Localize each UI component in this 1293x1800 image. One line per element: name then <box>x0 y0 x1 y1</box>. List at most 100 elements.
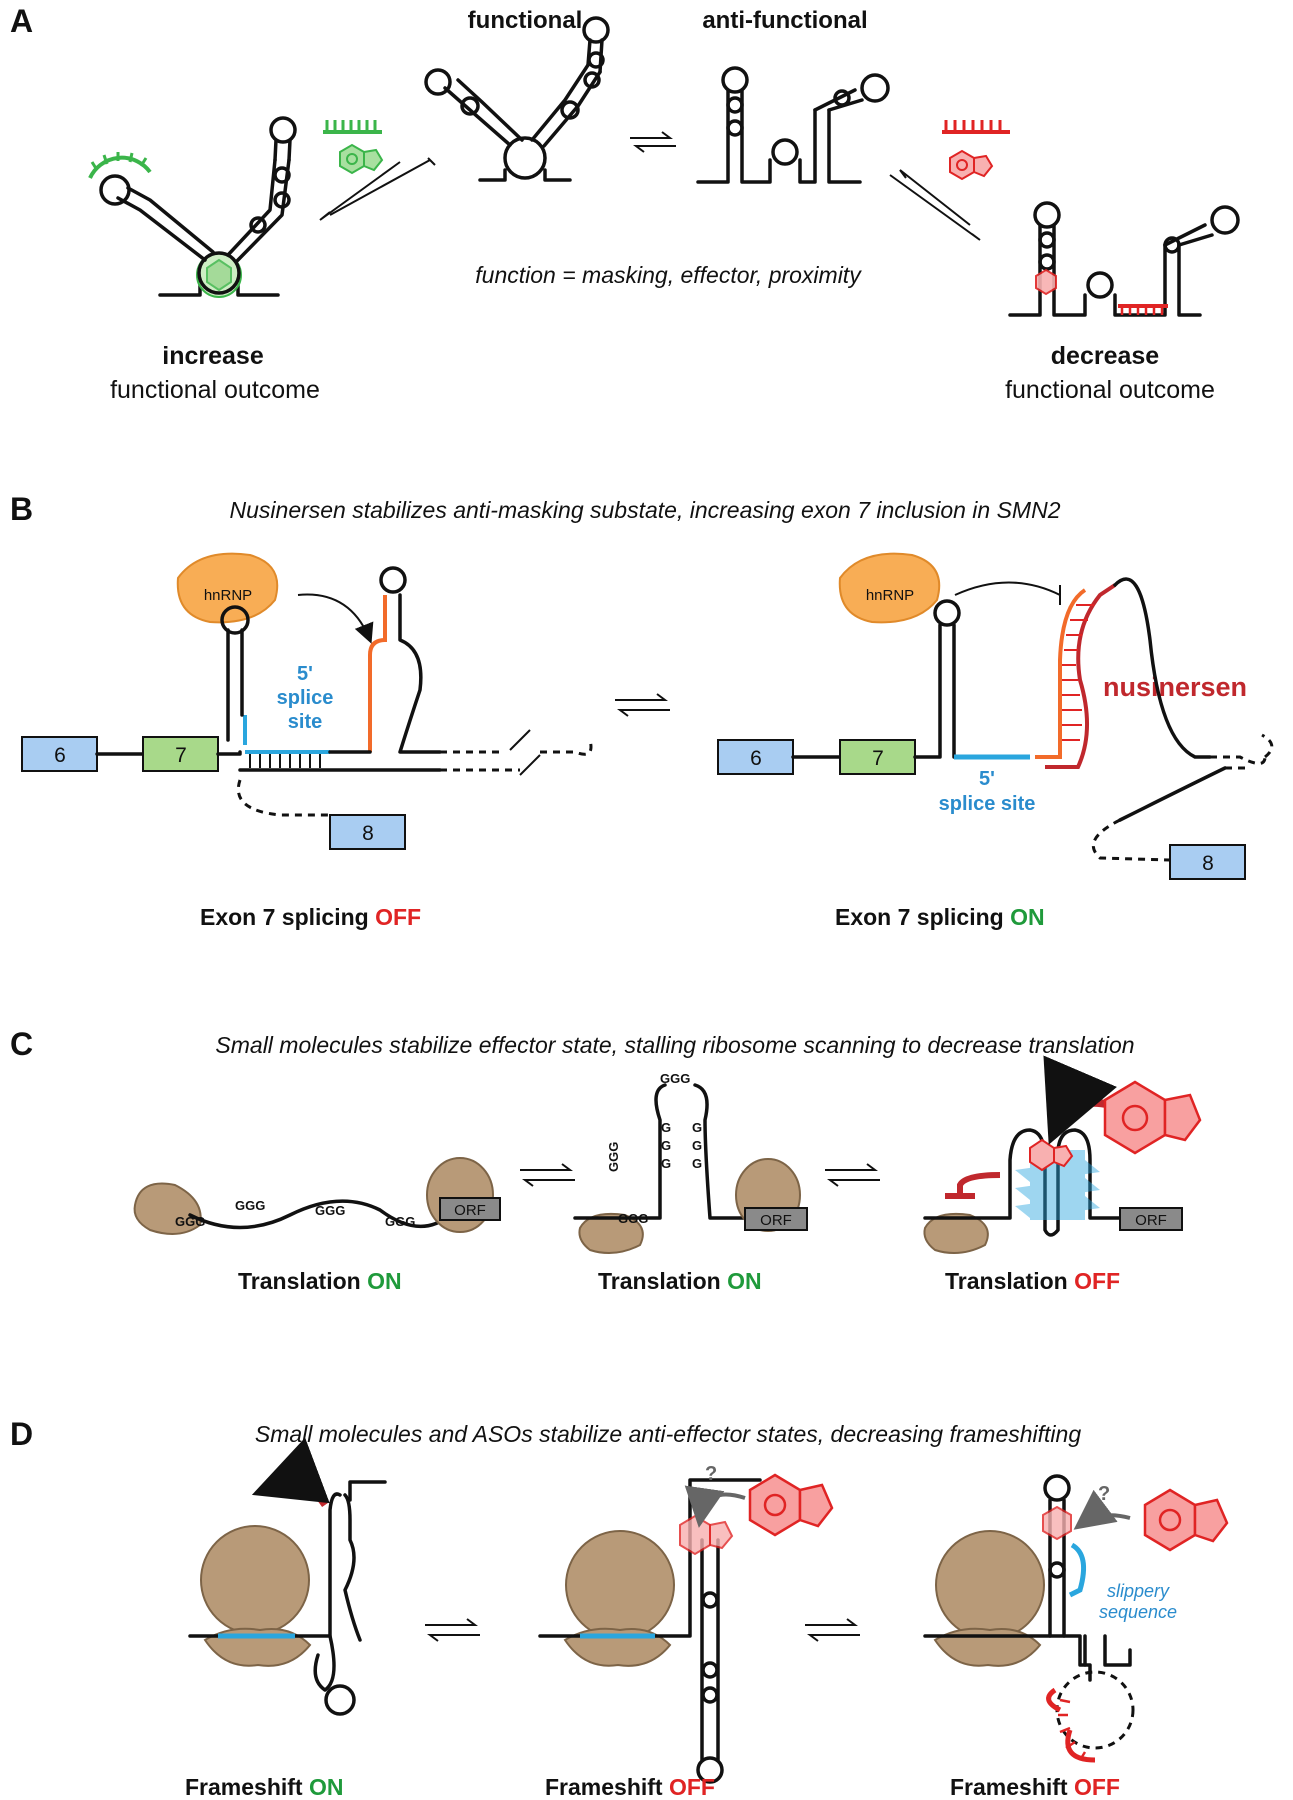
splice-site-right-2: splice site <box>939 793 1036 815</box>
frameshift-off-state-1: ? Frameshift OFF <box>538 1463 834 1800</box>
gray-arrow-d2 <box>684 1485 746 1528</box>
antifunctional-rna-structure <box>696 66 890 184</box>
arrow-right-forward <box>889 174 981 241</box>
translocation-arrow <box>251 1437 330 1508</box>
orf-box-1 <box>439 1197 501 1221</box>
ggg-6: GGG <box>606 1142 621 1172</box>
arrow-left-forward <box>329 159 431 216</box>
exon-8-left-label: 8 <box>362 822 374 845</box>
orf-label-2: ORF <box>760 1212 792 1229</box>
panel-letter-d: D <box>10 1416 33 1452</box>
panel-b: B Nusinersen stabilizes anti-masking sub… <box>10 491 1274 930</box>
exon-6-left <box>21 736 98 772</box>
caption-d: Small molecules and ASOs stabilize anti-… <box>255 1421 1081 1447</box>
slippery-label-2: sequence <box>1099 1602 1177 1622</box>
left-outcome-text: functional outcome <box>110 376 320 404</box>
large-small-molecule-d3 <box>1143 1488 1197 1552</box>
nusinersen-aso <box>1045 583 1117 769</box>
ribosome-small-3 <box>923 1212 989 1255</box>
question-mark-d2: ? <box>705 1463 717 1485</box>
panel-letter-b: B <box>10 491 33 527</box>
splice-site-right-1: 5' <box>979 768 995 790</box>
nusinersen-label: nusinersen <box>1103 672 1247 702</box>
hnrnp-protein-right <box>838 552 941 624</box>
exon-8-left <box>329 814 406 850</box>
exon-8-right-label: 8 <box>1202 852 1214 875</box>
caption-c: Small molecules stabilize effector state… <box>215 1032 1134 1058</box>
equilibrium-d-2b <box>807 1634 860 1642</box>
exon-7-left-label: 7 <box>175 744 187 767</box>
large-small-molecule-c <box>1103 1080 1167 1155</box>
hnrnp-label-left: hnRNP <box>204 587 252 604</box>
slippery-label-1: slippery <box>1107 1581 1170 1601</box>
splicing-on-state: hnRNP 6 7 5' splice site nusinersen <box>717 552 1274 930</box>
exon-6-right-label: 6 <box>750 747 762 770</box>
ggg-loop: GGG <box>660 1071 690 1086</box>
status-translation-2: Translation ON <box>598 1268 762 1294</box>
equilibrium-c-1a <box>520 1163 573 1171</box>
equilibrium-d-2a <box>805 1618 858 1626</box>
equilibrium-c-2b <box>827 1179 880 1187</box>
arrow-right-back <box>899 169 971 226</box>
frameshift-on-state: Frameshift ON <box>185 1437 387 1800</box>
decrease-rna-structure <box>1008 201 1240 317</box>
g-left-1: G <box>661 1120 671 1135</box>
red-small-molecule-icon <box>949 149 994 181</box>
panel-letter-c: C <box>10 1026 33 1062</box>
large-small-molecule-d2 <box>748 1473 802 1537</box>
aso-d3 <box>1065 1729 1096 1763</box>
ggg-2: GGG <box>235 1198 265 1213</box>
caption-b: Nusinersen stabilizes anti-masking subst… <box>230 497 1061 523</box>
g-right-2: G <box>692 1138 702 1153</box>
status-exon7-left: Exon 7 splicing OFF <box>200 904 421 930</box>
ribosome-small-d3 <box>933 1627 1042 1667</box>
ribosome-large-d1 <box>200 1525 310 1635</box>
red-aso-icon <box>942 120 1010 134</box>
status-frameshift-2: Frameshift OFF <box>545 1774 715 1800</box>
translation-on-state-1: GGG GGG GGG GGG ORF Translation ON <box>133 1157 501 1294</box>
status-translation-3: Translation OFF <box>945 1268 1120 1294</box>
orf-box-2 <box>744 1207 808 1231</box>
panel-c: C Small molecules stabilize effector sta… <box>10 1026 1202 1294</box>
splice-site-left-1: 5' <box>297 663 313 685</box>
panel-letter-a: A <box>10 3 33 39</box>
exon-6-left-label: 6 <box>54 744 66 767</box>
gray-arrow-d3 <box>1073 1489 1131 1530</box>
ggg-3: GGG <box>315 1203 345 1218</box>
translation-off-state: ORF Translation OFF <box>923 1055 1202 1294</box>
equilibrium-arrow-b <box>615 693 670 717</box>
status-frameshift-1: Frameshift ON <box>185 1774 343 1800</box>
status-frameshift-3: Frameshift OFF <box>950 1774 1120 1800</box>
ribosome-small-2 <box>578 1212 644 1255</box>
functional-label: functional <box>468 7 583 34</box>
frameshift-off-state-2: slippery sequence ? Frameshift OFF <box>923 1474 1229 1800</box>
equilibrium-d-1a <box>425 1618 478 1626</box>
antifunctional-label: anti-functional <box>702 7 867 34</box>
equilibrium-c-2a <box>825 1163 878 1171</box>
ribosome-small-1 <box>133 1182 202 1235</box>
ribosome-large-d2 <box>565 1530 675 1640</box>
splicing-off-state: hnRNP 6 7 5' splice site <box>21 552 593 930</box>
question-mark-d3: ? <box>1098 1483 1110 1505</box>
orf-label-3: ORF <box>1135 1212 1167 1229</box>
right-outcome-text: functional outcome <box>1005 376 1215 404</box>
status-exon7-right: Exon 7 splicing ON <box>835 904 1045 930</box>
g-right-3: G <box>692 1156 702 1171</box>
ggg-5: GGG <box>618 1211 648 1226</box>
ggg-1: GGG <box>175 1214 205 1229</box>
bound-molecule-d3 <box>1042 1505 1072 1541</box>
right-outcome-bold: decrease <box>1051 342 1160 370</box>
splice-site-left-3: site <box>288 711 322 733</box>
panel-a: A functional anti-functional <box>10 3 1240 404</box>
translation-on-state-2: GGG GGG G G G G G G GGG ORF Translation … <box>573 1071 808 1294</box>
functional-rna-structure <box>424 16 610 182</box>
green-aso-icon <box>323 120 382 134</box>
stall-inhibition <box>957 1172 1001 1195</box>
orf-label-1: ORF <box>454 1202 486 1219</box>
status-translation-1: Translation ON <box>238 1268 402 1294</box>
g-left-3: G <box>661 1156 671 1171</box>
orf-box-3 <box>1119 1207 1183 1231</box>
left-outcome-bold: increase <box>162 342 264 370</box>
increase-rna-structure <box>88 116 297 298</box>
